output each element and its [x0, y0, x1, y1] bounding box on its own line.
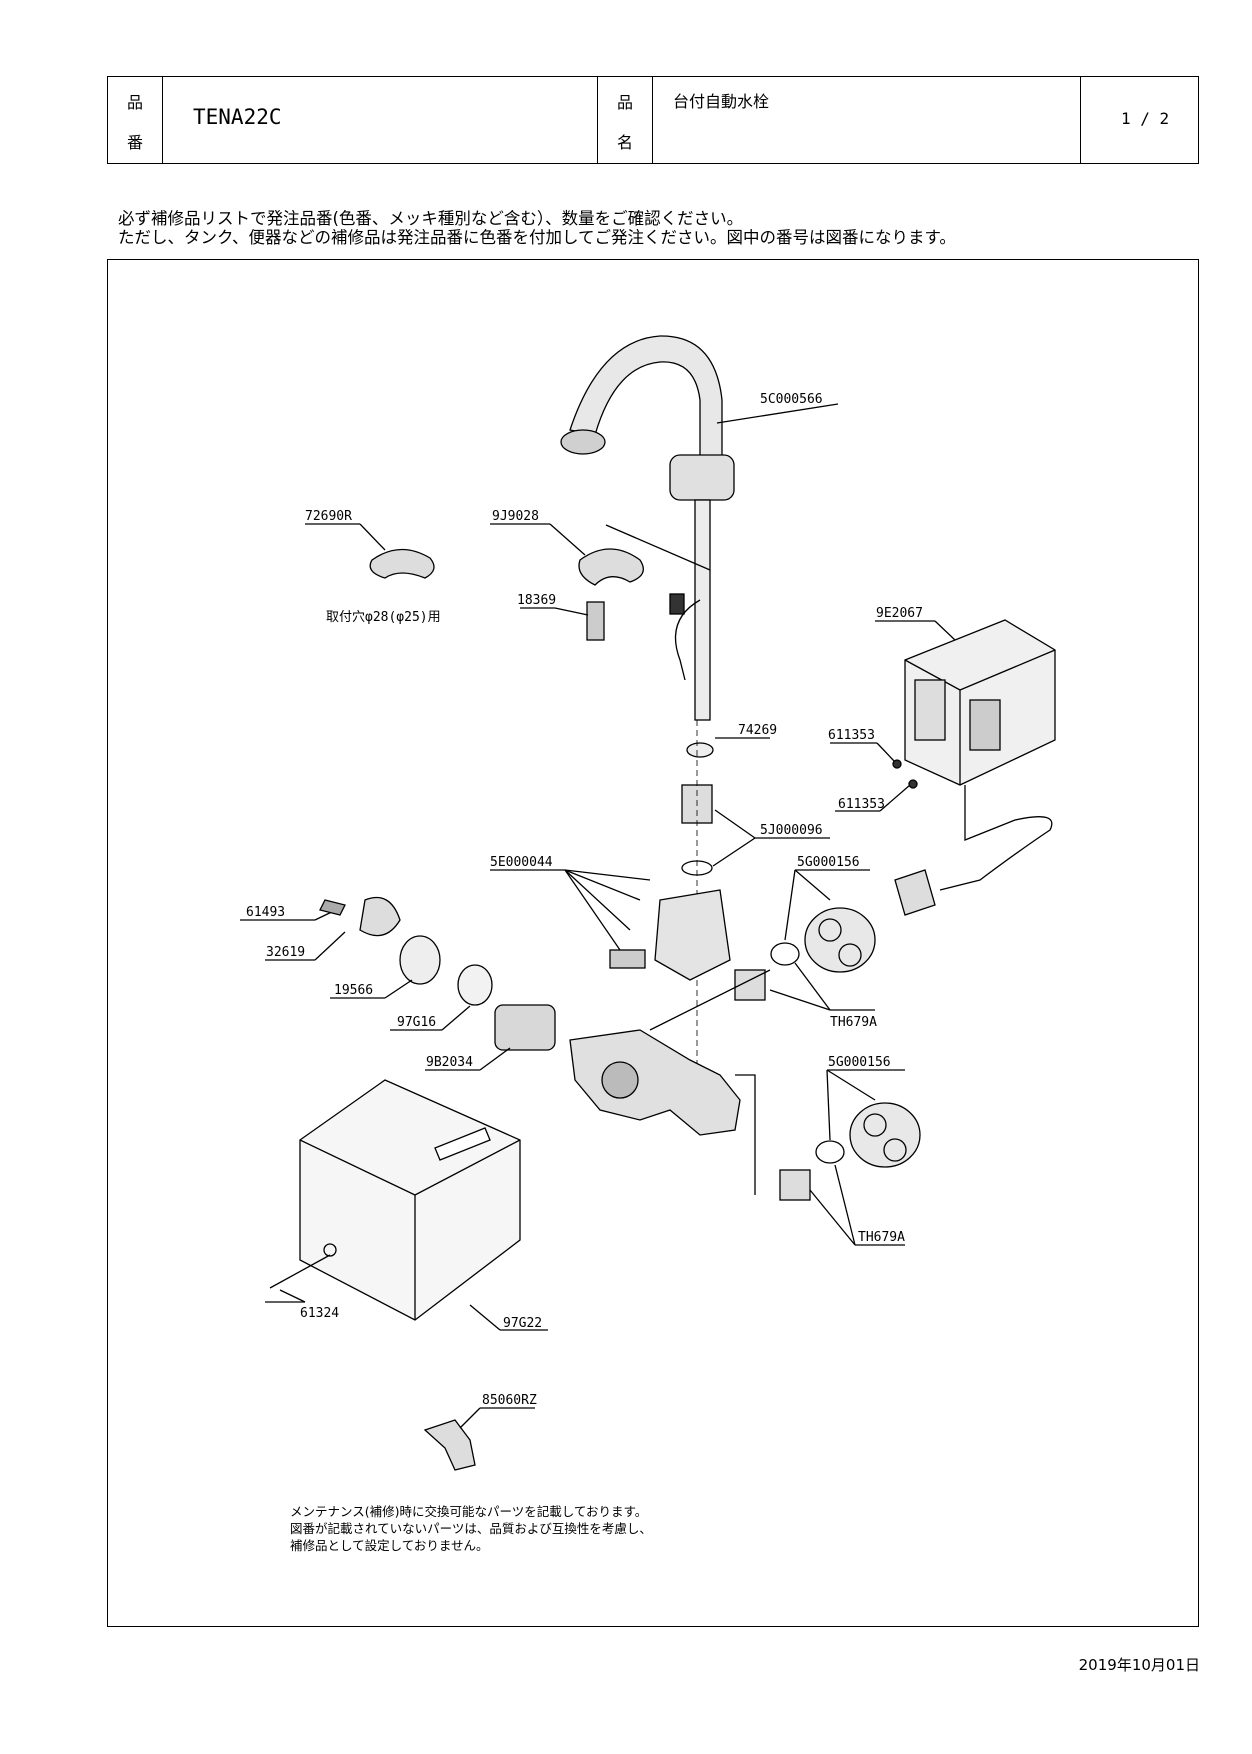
lever-32619-part: [359, 896, 401, 937]
part-number: TENA22C: [193, 105, 282, 129]
label-19566: 19566: [334, 983, 373, 998]
product-name-label-2: 名: [616, 133, 634, 152]
page-number: 1 / 2: [1121, 109, 1170, 128]
label-9b2034: 9B2034: [426, 1055, 473, 1070]
label-611353-a: 611353: [828, 728, 875, 743]
control-box-part: [904, 619, 1056, 891]
power-plug-part: [894, 869, 936, 916]
cover-97g22-part: [299, 1079, 521, 1321]
label-5j000096: 5J000096: [760, 823, 823, 838]
order-notes: 必ず補修品リストで発注品番(色番、メッキ種別など含む）、数量をご確認ください。 …: [118, 209, 956, 247]
product-name: 台付自動水栓: [673, 92, 770, 111]
label-97g22: 97G22: [503, 1316, 542, 1331]
label-5c000566: 5C000566: [760, 392, 823, 407]
mixer-cap-b-part: [815, 1102, 921, 1168]
page-cell: 1 / 2: [1081, 77, 1198, 163]
maintenance-note-line-1: メンテナンス(補修)時に交換可能なパーツを記載しております。: [290, 1504, 648, 1519]
label-97g16: 97G16: [397, 1015, 436, 1030]
maintenance-note: メンテナンス(補修)時に交換可能なパーツを記載しております。 図番が記載されてい…: [290, 1503, 652, 1554]
part-number-label-2: 番: [126, 133, 144, 152]
part-number-label-cell: 品 番: [108, 77, 163, 163]
maintenance-note-line-2: 図番が記載されていないパーツは、品質および互換性を考慮し、: [290, 1521, 652, 1536]
ring-97g16-part: [457, 964, 493, 1006]
bracket-72690r-part: [369, 548, 435, 579]
label-85060rz: 85060RZ: [482, 1393, 537, 1408]
issue-date: 2019年10月01日: [1078, 1656, 1200, 1674]
part-number-cell: TENA22C: [163, 77, 598, 163]
nut-18369-part: [586, 601, 605, 641]
label-611353-b: 611353: [838, 797, 885, 812]
part-number-label-1: 品: [126, 93, 144, 112]
label-5g000156-a: 5G000156: [797, 855, 860, 870]
label-5g000156-b: 5G000156: [828, 1055, 891, 1070]
label-61324: 61324: [300, 1306, 339, 1321]
mixing-valve-part: [569, 1029, 741, 1136]
label-th679a-b: TH679A: [858, 1230, 905, 1245]
ring-19566-part: [399, 935, 441, 985]
label-18369: 18369: [517, 593, 556, 608]
maintenance-note-line-3: 補修品として設定しておりません。: [290, 1538, 489, 1553]
label-5e000044: 5E000044: [490, 855, 553, 870]
label-74269: 74269: [738, 723, 777, 738]
valve-body-part: [609, 889, 731, 981]
label-9e2067: 9E2067: [876, 606, 923, 621]
key-85060rz-part: [423, 1419, 476, 1471]
bracket-9j9028-part: [578, 548, 644, 586]
title-block: 品 番 TENA22C 品 名 台付自動水栓 1 / 2: [107, 76, 1199, 164]
order-note-line-1: 必ず補修品リストで発注品番(色番、メッキ種別など含む）、数量をご確認ください。: [118, 209, 744, 228]
label-9j9028: 9J9028: [492, 509, 539, 524]
diagram-frame: [107, 259, 1199, 1627]
product-name-cell: 台付自動水栓: [653, 77, 1081, 163]
spout-part: [560, 335, 735, 721]
mixer-cap-a-part: [770, 907, 876, 973]
product-name-label-1: 品: [616, 93, 634, 112]
order-note-line-2: ただし、タンク、便器などの補修品は発注品番に色番を付加してご発注ください。図中の…: [118, 228, 956, 247]
label-72690r: 72690R: [305, 509, 352, 524]
label-32619: 32619: [266, 945, 305, 960]
product-name-label-cell: 品 名: [598, 77, 653, 163]
label-61493: 61493: [246, 905, 285, 920]
clip-74269-part: [686, 742, 714, 758]
mount-hole-note: 取付穴φ28(φ25)用: [326, 610, 441, 625]
cartridge-9b2034-part: [494, 1004, 556, 1051]
label-th679a-a: TH679A: [830, 1015, 877, 1030]
